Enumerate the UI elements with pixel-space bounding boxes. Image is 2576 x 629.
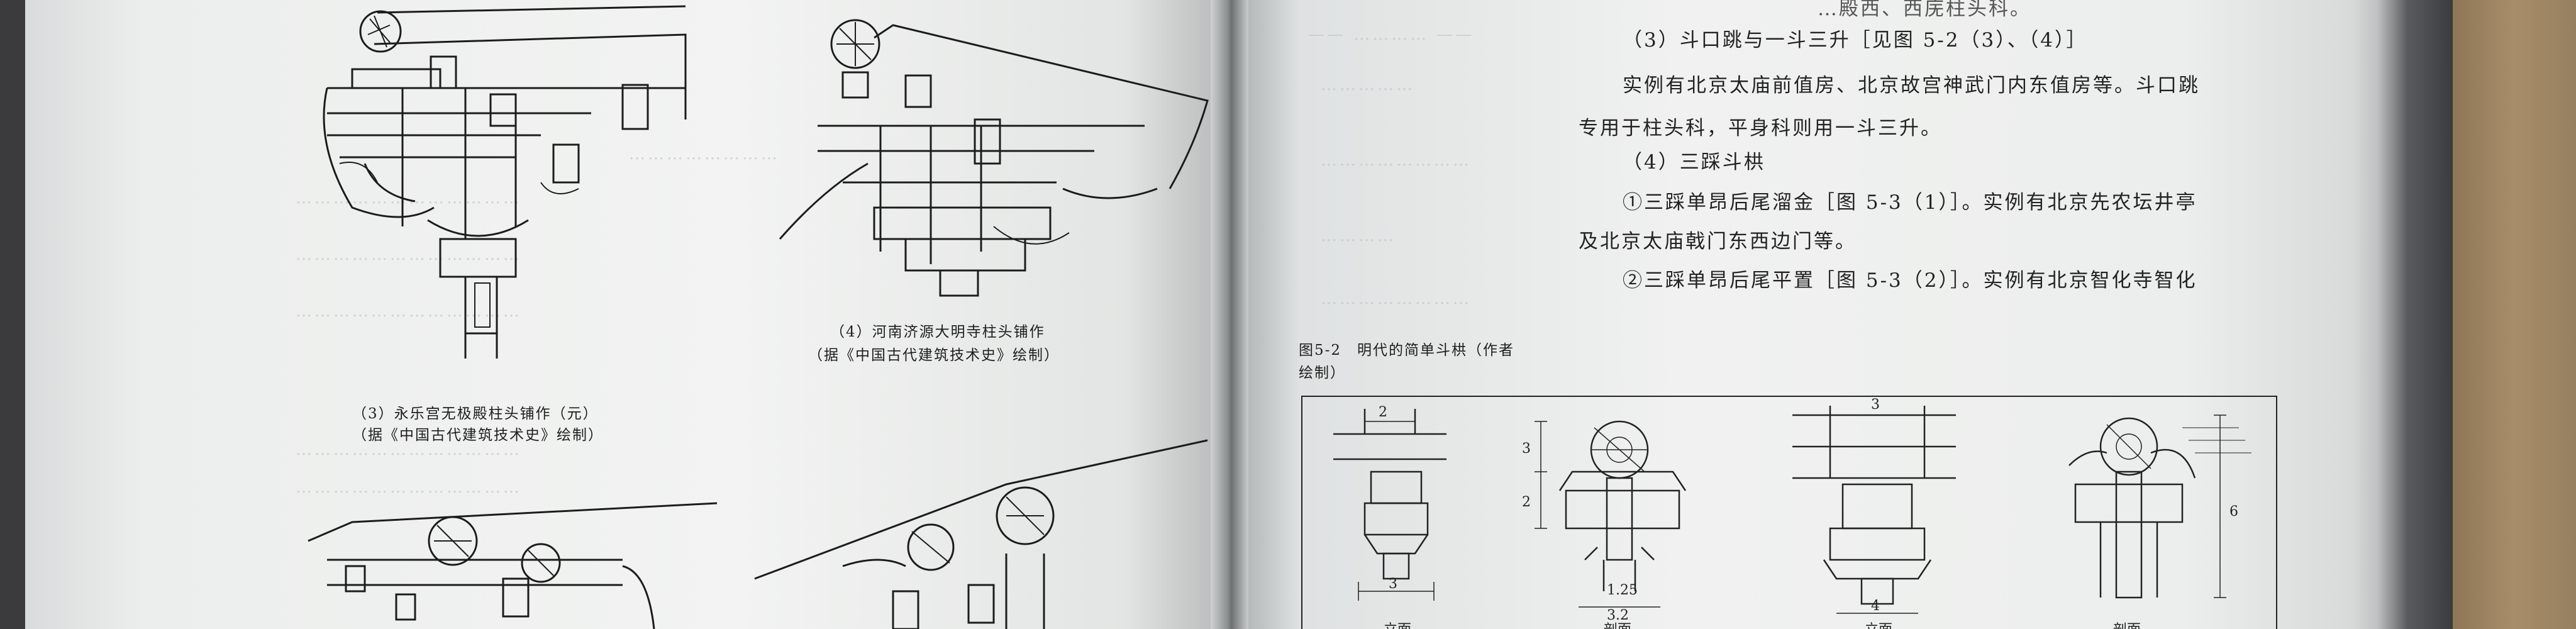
caption-3-line-2: （据《中国古代建筑技术史》绘制） [352, 427, 604, 443]
body-line-6: 及北京太庙戟门东西边门等。 [1579, 230, 1857, 253]
body-line-1: （3）斗口跳与一斗三升［见图 5-2（3）、（4）］ [1623, 29, 2088, 52]
body-line-4: （4）三踩斗栱 [1623, 151, 1765, 174]
figure-frame [1301, 396, 2277, 629]
body-line-5: ①三踩单昂后尾溜金［图 5-3（1）］。实例有北京先农坛井亭 [1623, 191, 2197, 214]
dim-label-3b: 3 [1522, 441, 1531, 457]
figure-caption-line-1: 图5-2 明代的简单斗栱（作者 [1299, 342, 1515, 359]
right-page [1233, 0, 2352, 629]
figure-caption-line-2: 绘制） [1299, 365, 1346, 381]
body-line-7: ②三踩单昂后尾平置［图 5-3（2）］。实例有北京智化寺智化 [1623, 269, 2197, 292]
dim-label-4: 4 [1871, 598, 1880, 614]
bracket-drawing-4 [779, 19, 1209, 297]
dim-label-2b: 2 [1522, 494, 1531, 510]
body-line-3: 专用于柱头科，平身科则用一斗三升。 [1579, 117, 1942, 140]
bracket-drawing-6 [754, 439, 1208, 629]
body-line-2: 实例有北京太庙前值房、北京故宫神武门内东值房等。斗口跳 [1623, 74, 2200, 97]
dim-label-3-2: 3.2 [1607, 608, 1629, 623]
view-label-section-1: 剖面 [1604, 622, 1631, 629]
figure-3-section [1535, 420, 1687, 608]
bracket-drawing-3 [323, 5, 687, 359]
figure-3-elevation [1333, 409, 1446, 601]
dim-label-3c: 3 [1871, 397, 1880, 413]
figure-4-elevation [1792, 406, 1956, 614]
book-gutter [1211, 0, 1248, 629]
figure-4-section [2068, 415, 2251, 599]
view-label-elevation-2: 立面 [1865, 622, 1892, 629]
caption-4-line-1: （4）河南济源大明寺柱头铺作 [830, 324, 1045, 340]
dim-label-6: 6 [2229, 504, 2238, 520]
caption-3-line-1: （3）永乐宫无极殿柱头铺作（元） [352, 406, 599, 422]
caption-4-line-2: （据《中国古代建筑技术史》绘制） [808, 347, 1060, 364]
wooden-table [2453, 0, 2576, 629]
book-cover-right [2352, 0, 2453, 629]
right-page-partial-line: …殿西、西庑柱头科。 [1818, 0, 2031, 20]
view-label-elevation-1: 立面 [1384, 622, 1411, 629]
bracket-drawing-5 [308, 502, 718, 629]
left-page-drawings [308, 5, 1209, 629]
dim-label-1-25: 1.25 [1607, 582, 1638, 598]
view-label-section-2: 剖面 [2113, 622, 2141, 629]
dim-label-2: 2 [1379, 404, 1387, 420]
figure-5-2: 2 3 2 3 1.25 3.2 3 4 6 立面 剖面 立面 剖面 [1301, 396, 2277, 629]
dim-label-3a: 3 [1389, 576, 1397, 592]
